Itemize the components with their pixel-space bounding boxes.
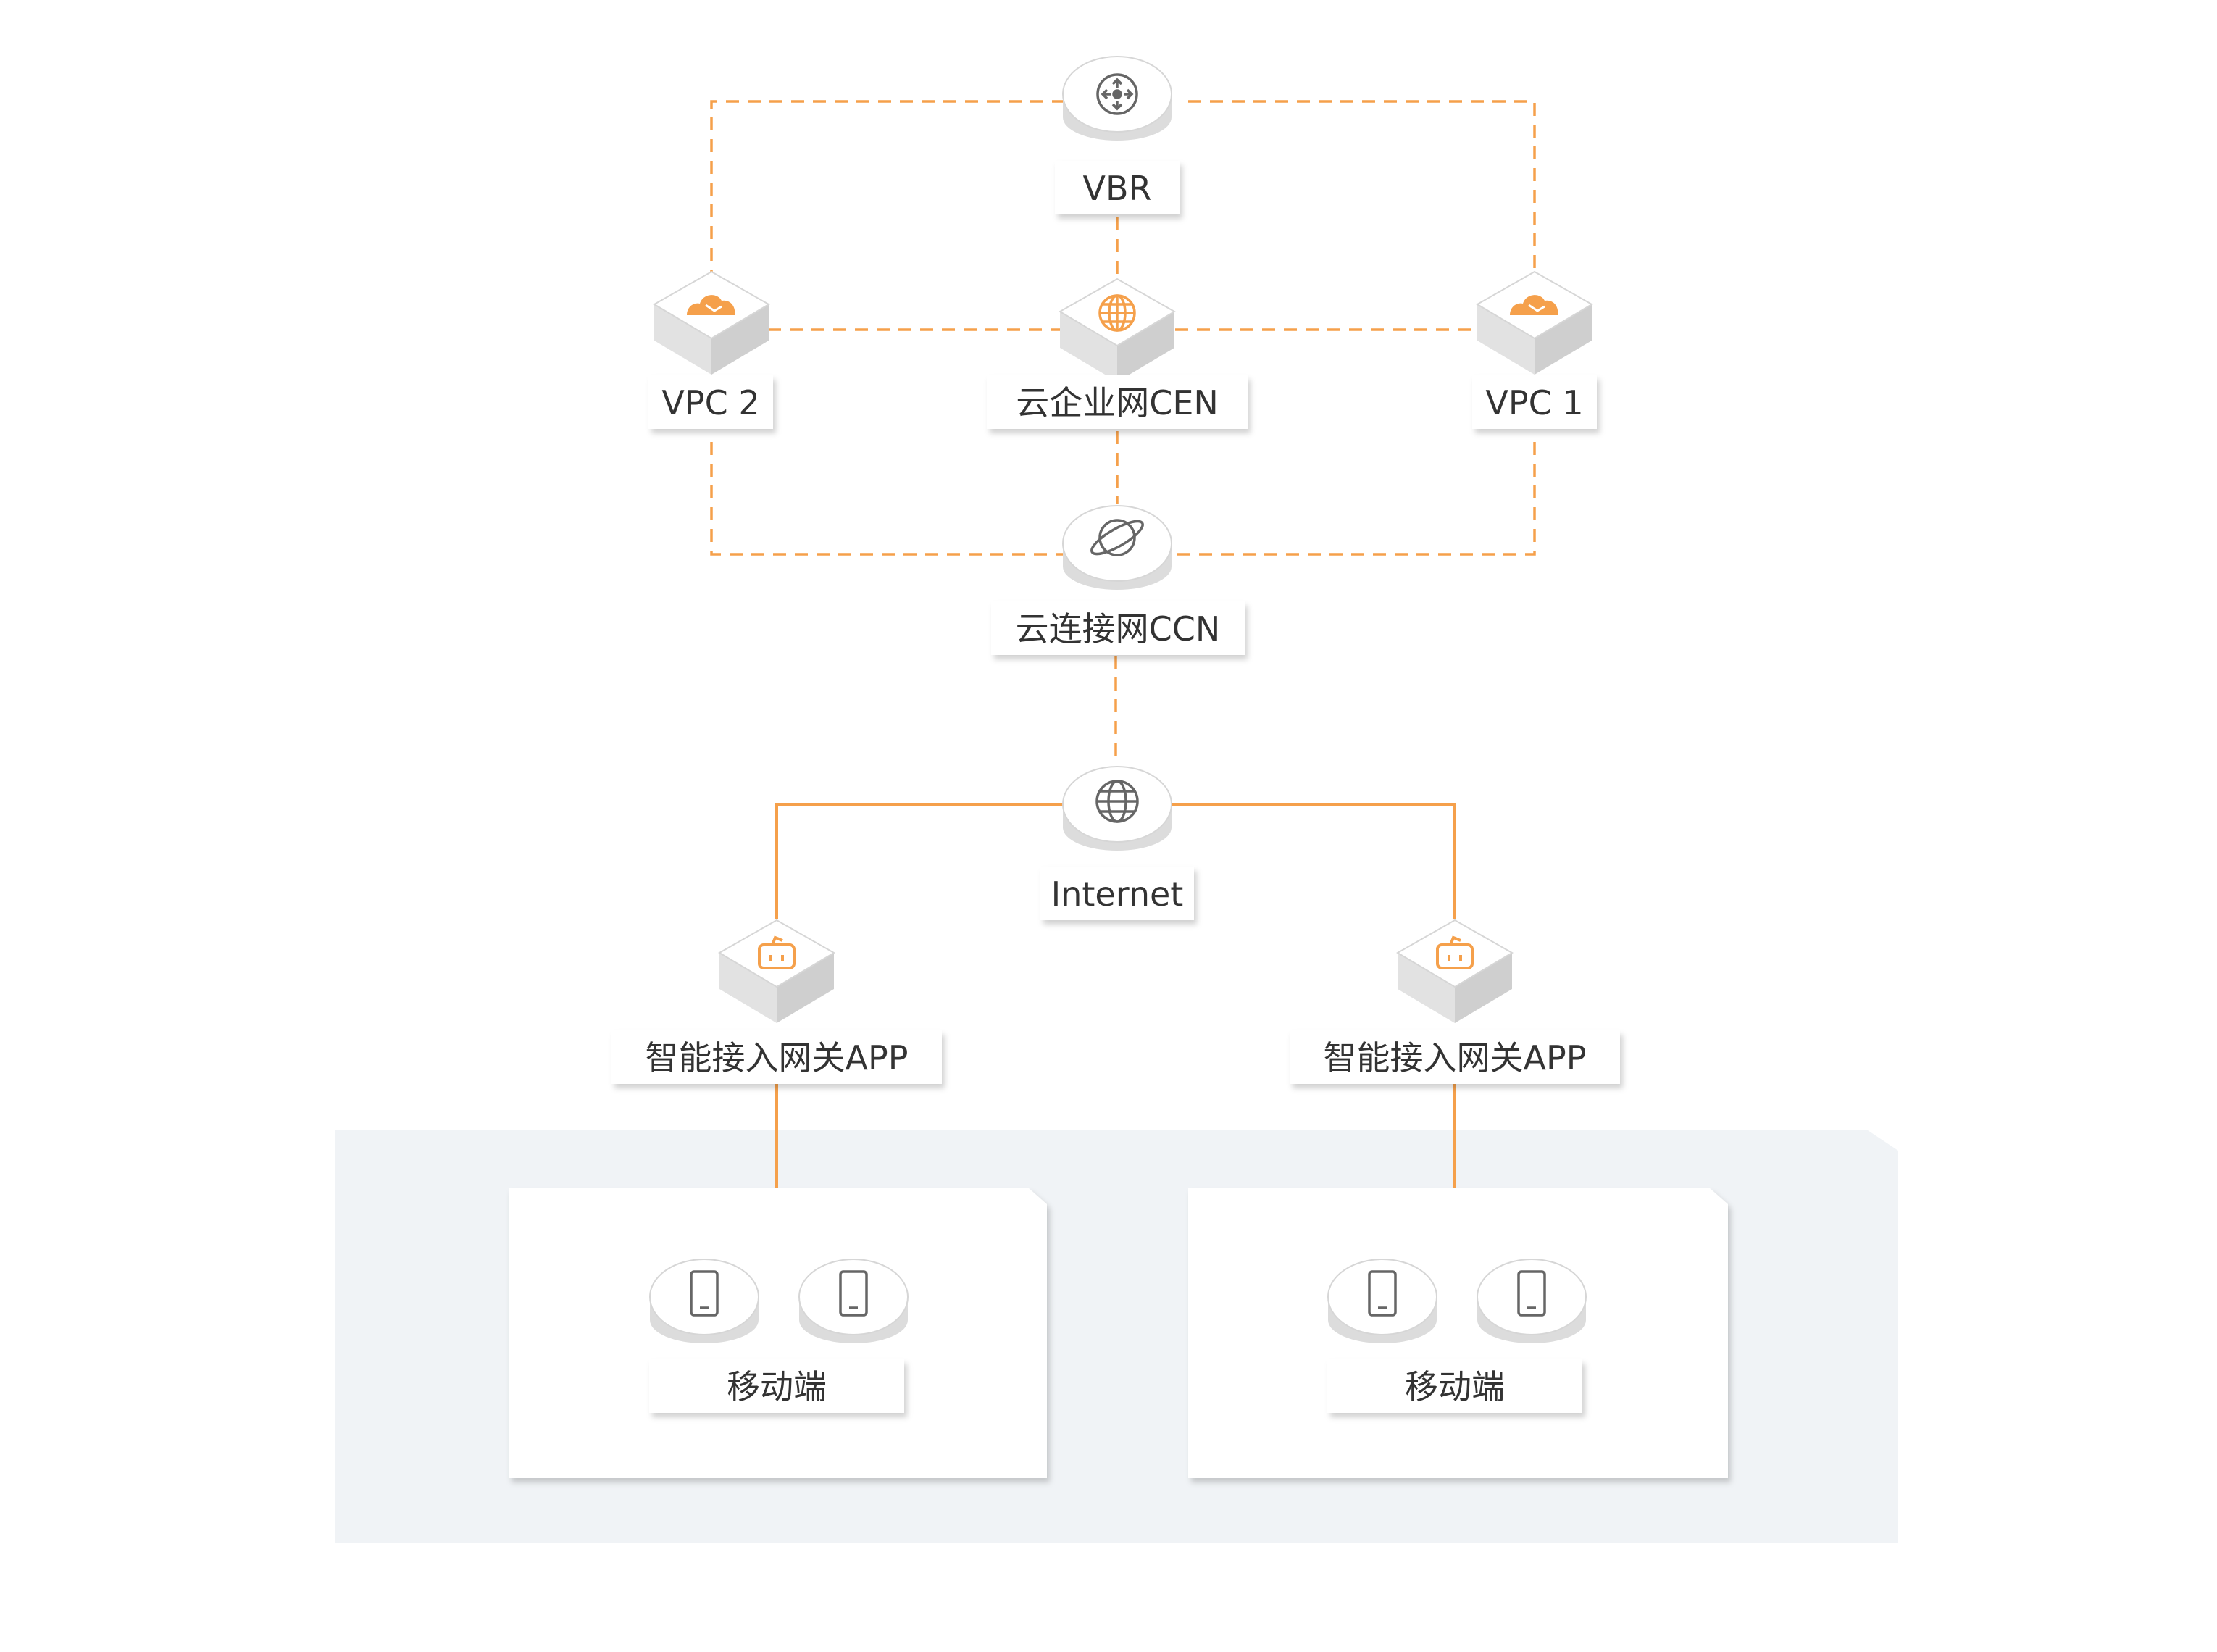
globe-icon bbox=[1095, 780, 1139, 823]
link-internet-gateway-right bbox=[1170, 803, 1456, 919]
gateway-icon bbox=[1436, 935, 1474, 969]
gateway-icon bbox=[758, 935, 796, 969]
mobile-phone-icon bbox=[1517, 1270, 1546, 1317]
cen-label-box: 云企业网CEN bbox=[987, 375, 1248, 429]
vpc2-node[interactable] bbox=[653, 270, 770, 375]
internet-label: Internet bbox=[1051, 875, 1184, 914]
mobile-phone-icon bbox=[690, 1270, 719, 1317]
mobile-phone-icon bbox=[839, 1270, 868, 1317]
gateway-left-label-box: 智能接入网关APP bbox=[611, 1030, 942, 1084]
mobile-right-label: 移动端 bbox=[1405, 1367, 1505, 1406]
link-internet-gateway-left bbox=[775, 803, 1065, 919]
gateway-right-label-box: 智能接入网关APP bbox=[1290, 1030, 1620, 1084]
globe-network-icon bbox=[1098, 294, 1136, 332]
router-icon bbox=[1096, 73, 1138, 115]
vpc1-label: VPC 1 bbox=[1485, 383, 1583, 422]
vpc1-label-box: VPC 1 bbox=[1472, 375, 1597, 429]
user-zone-right bbox=[1188, 1188, 1728, 1478]
mobile-left-label-box: 移动端 bbox=[649, 1359, 904, 1413]
user-zone-left bbox=[509, 1188, 1047, 1478]
planet-icon bbox=[1090, 519, 1144, 556]
cloud-icon bbox=[1510, 295, 1558, 315]
vbr-label: VBR bbox=[1083, 169, 1152, 208]
ccn-label-box: 云连接网CCN bbox=[991, 601, 1245, 655]
vpc1-node[interactable] bbox=[1476, 270, 1593, 375]
mobile-device-right-2[interactable] bbox=[1477, 1259, 1587, 1343]
cloud-icon bbox=[687, 295, 735, 315]
dashed-connections bbox=[710, 100, 1536, 761]
vpc2-label-box: VPC 2 bbox=[648, 375, 773, 429]
link-vbr-vpc1 bbox=[1188, 100, 1536, 272]
gateway-right-node[interactable] bbox=[1396, 919, 1514, 1023]
internet-label-box: Internet bbox=[1040, 867, 1194, 920]
mobile-device-left-1[interactable] bbox=[649, 1259, 759, 1343]
ccn-label: 云连接网CCN bbox=[1016, 609, 1221, 648]
link-vpc1-ccn bbox=[1170, 442, 1536, 556]
cen-node[interactable] bbox=[1059, 278, 1176, 382]
vbr-node[interactable] bbox=[1062, 56, 1172, 141]
vpc2-label: VPC 2 bbox=[661, 383, 759, 422]
link-vpc2-ccn bbox=[710, 442, 1065, 556]
gateway-left-node[interactable] bbox=[718, 919, 835, 1023]
cen-label: 云企业网CEN bbox=[1016, 383, 1219, 422]
vbr-label-box: VBR bbox=[1055, 161, 1180, 214]
gateway-right-label: 智能接入网关APP bbox=[1324, 1038, 1587, 1077]
mobile-right-label-box: 移动端 bbox=[1327, 1359, 1582, 1413]
mobile-phone-icon bbox=[1368, 1270, 1397, 1317]
mobile-device-right-1[interactable] bbox=[1327, 1259, 1437, 1343]
gateway-left-label: 智能接入网关APP bbox=[646, 1038, 909, 1077]
solid-connections bbox=[775, 803, 1456, 1188]
ccn-node[interactable] bbox=[1062, 505, 1172, 590]
link-vbr-vpc2 bbox=[710, 100, 1065, 272]
internet-node[interactable] bbox=[1062, 766, 1172, 851]
mobile-device-left-2[interactable] bbox=[798, 1259, 909, 1343]
mobile-left-label: 移动端 bbox=[727, 1367, 827, 1406]
